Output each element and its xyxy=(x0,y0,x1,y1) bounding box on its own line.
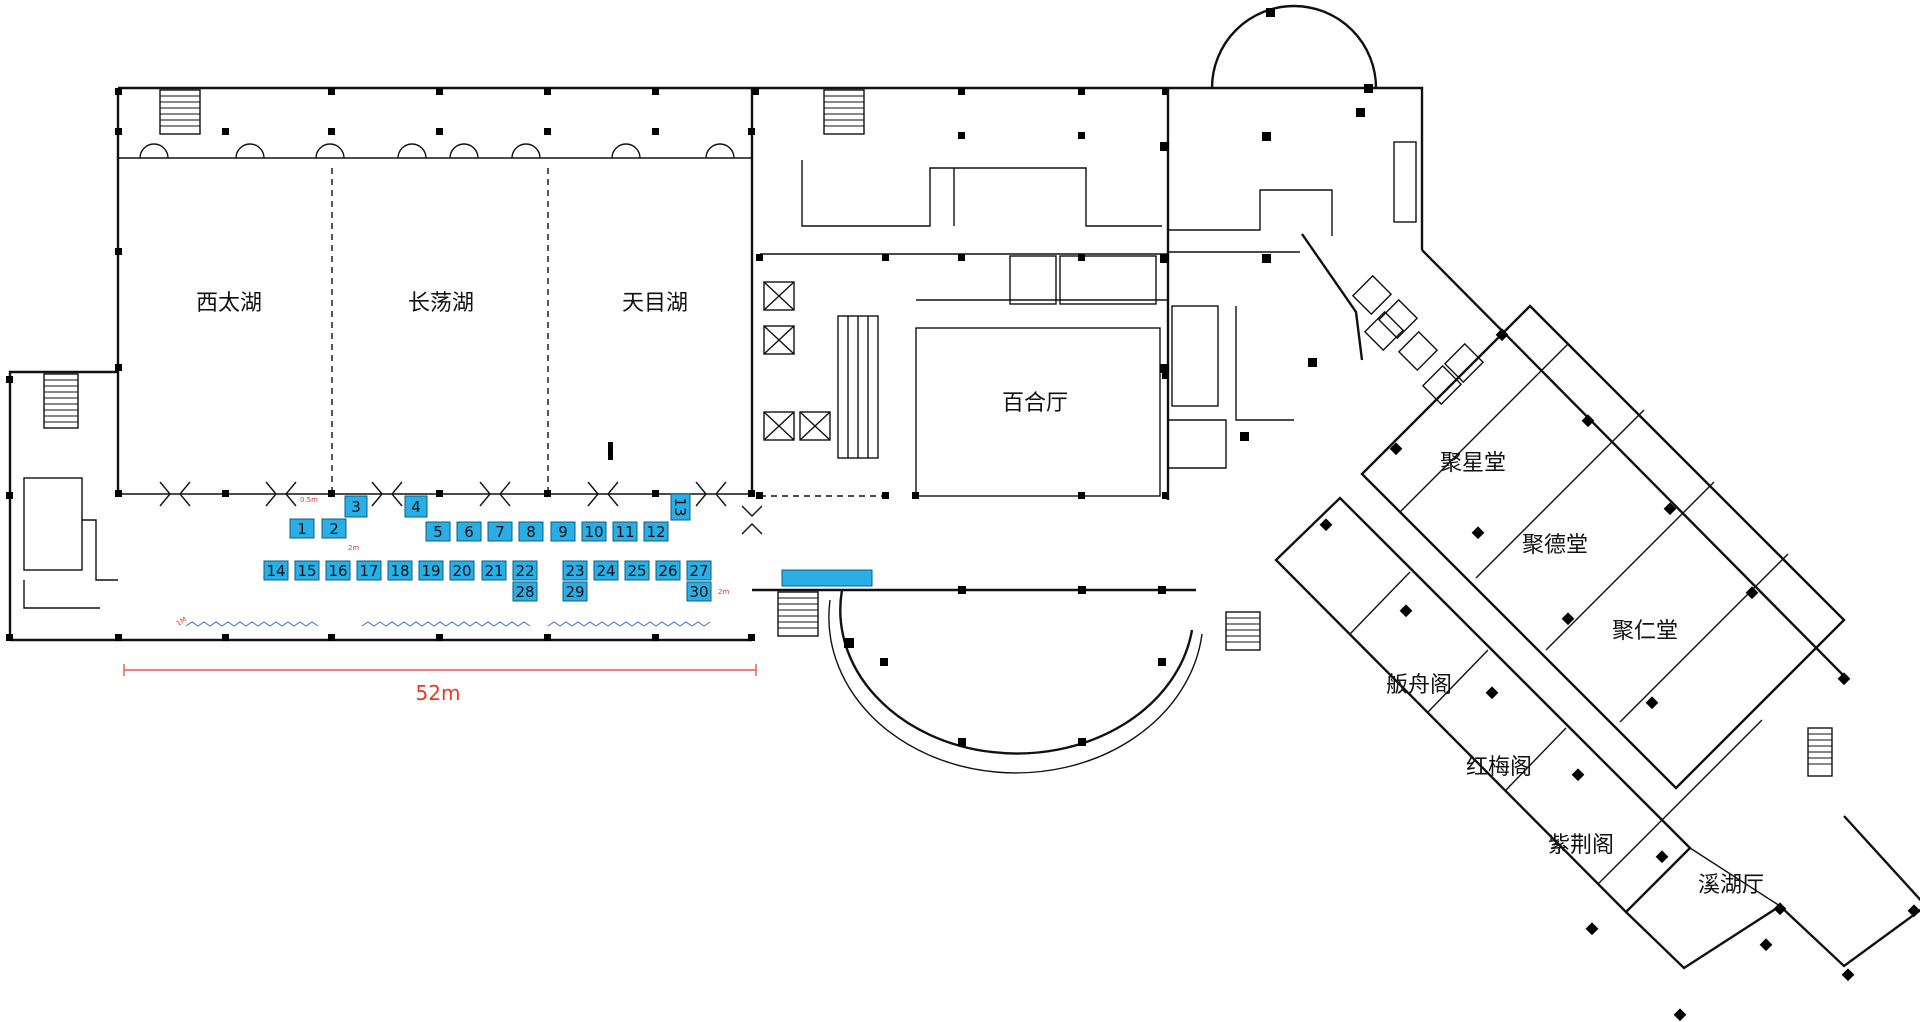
booth-label: 7 xyxy=(495,523,505,541)
room-label-zijingge: 紫荆阁 xyxy=(1548,833,1614,858)
main-ballroom-walls xyxy=(8,86,1168,642)
booth-label: 1 xyxy=(297,520,307,538)
booth-label: 26 xyxy=(658,562,677,580)
booth-label: 17 xyxy=(359,562,378,580)
rotunda xyxy=(752,586,1203,774)
booth[interactable] xyxy=(518,521,544,542)
booth-label: 18 xyxy=(390,562,409,580)
stairs-icon xyxy=(823,89,865,135)
columns xyxy=(6,88,1169,641)
booth[interactable] xyxy=(686,581,712,602)
booth[interactable] xyxy=(481,560,507,581)
booth-label: 25 xyxy=(627,562,646,580)
scale-label: 52m xyxy=(416,681,461,705)
columns xyxy=(756,132,1169,499)
booth-label: 22 xyxy=(515,562,534,580)
booth-label: 3 xyxy=(351,498,361,516)
room-labels: 西太湖 长荡湖 天目湖 百合厅 聚星堂 聚德堂 聚仁堂 舨舟阁 红梅阁 紫荆阁 … xyxy=(196,291,1764,898)
stairs-icon xyxy=(777,591,819,637)
doors-bottom xyxy=(159,481,763,535)
booth[interactable] xyxy=(404,495,428,518)
booth[interactable] xyxy=(387,560,413,581)
booth[interactable] xyxy=(562,560,588,581)
booth-label: 14 xyxy=(266,562,285,580)
booth-label: 10 xyxy=(584,523,603,541)
room-label-changdanghu: 长荡湖 xyxy=(408,291,474,316)
gap-annotation: 2m xyxy=(718,588,729,596)
gap-annotation: 2m xyxy=(348,544,359,552)
booth-label: 5 xyxy=(433,523,443,541)
booth-label: 12 xyxy=(646,523,665,541)
booth-label: 30 xyxy=(689,583,708,601)
booth-label: 11 xyxy=(615,523,634,541)
room-label-baiheting: 百合厅 xyxy=(1002,391,1068,416)
booth[interactable] xyxy=(581,521,607,542)
booth[interactable] xyxy=(425,521,451,542)
booth[interactable] xyxy=(487,521,513,542)
booth[interactable] xyxy=(562,581,588,602)
scale-bar: 52m xyxy=(123,664,757,705)
right-upper-walls xyxy=(1167,4,1845,677)
booth-label: 6 xyxy=(464,523,474,541)
booth[interactable] xyxy=(456,521,482,542)
booth-label: 23 xyxy=(565,562,584,580)
booth-label: 13 xyxy=(671,497,689,516)
booth-label: 20 xyxy=(452,562,471,580)
booth-label: 4 xyxy=(411,498,421,516)
booth[interactable] xyxy=(512,581,538,602)
display-zigzags xyxy=(185,621,711,627)
booth-label: 19 xyxy=(421,562,440,580)
doors-top xyxy=(139,143,735,159)
booth[interactable] xyxy=(686,560,712,581)
room-label-tianmuhu: 天目湖 xyxy=(622,291,688,316)
booth[interactable] xyxy=(670,493,691,521)
diagonal-wing-walls xyxy=(1274,304,1920,970)
booth-label: 9 xyxy=(558,523,568,541)
booths: 1 2 3 4 5 6 7 8 9 10 11 12 13 14 15 16 1… xyxy=(263,493,712,602)
booth[interactable] xyxy=(289,518,315,539)
stairs-icon xyxy=(43,373,79,429)
booth-label: 15 xyxy=(297,562,316,580)
booth[interactable] xyxy=(612,521,638,542)
stairs-icon xyxy=(1225,611,1261,651)
booth[interactable] xyxy=(593,560,619,581)
columns xyxy=(1160,8,1373,441)
room-label-jurentang: 聚仁堂 xyxy=(1612,619,1678,644)
room-label-fanzhouge: 舨舟阁 xyxy=(1386,673,1452,698)
booth[interactable] xyxy=(344,495,368,518)
booth-label: 21 xyxy=(484,562,503,580)
booth[interactable] xyxy=(550,521,576,542)
booth-label: 28 xyxy=(515,583,534,601)
room-label-juxingtang: 聚星堂 xyxy=(1440,451,1506,476)
room-label-xitaihu: 西太湖 xyxy=(196,291,262,316)
booth-label: 27 xyxy=(689,562,708,580)
booth[interactable] xyxy=(418,560,444,581)
service-counter xyxy=(781,569,873,587)
booth-label: 29 xyxy=(565,583,584,601)
room-label-hongmeige: 红梅阁 xyxy=(1466,755,1532,780)
booth-label: 16 xyxy=(328,562,347,580)
booth[interactable] xyxy=(325,560,351,581)
booth[interactable] xyxy=(624,560,650,581)
gap-annotation: 0.5m xyxy=(300,496,318,504)
booth[interactable] xyxy=(294,560,320,581)
room-label-judetang: 聚德堂 xyxy=(1522,533,1588,558)
stairs-icon xyxy=(1807,727,1833,777)
booth-label: 24 xyxy=(596,562,615,580)
booth[interactable] xyxy=(263,560,289,581)
room-label-xihuting: 溪湖厅 xyxy=(1698,873,1764,898)
booth-label: 2 xyxy=(329,520,339,538)
elevators xyxy=(1351,274,1485,406)
booth[interactable] xyxy=(449,560,475,581)
booth[interactable] xyxy=(512,560,538,581)
booth[interactable] xyxy=(356,560,382,581)
booth[interactable] xyxy=(321,518,347,539)
booth-label: 8 xyxy=(526,523,536,541)
stairs-icon xyxy=(159,89,201,135)
booth[interactable] xyxy=(655,560,681,581)
central-block-walls xyxy=(760,88,1170,500)
booth[interactable] xyxy=(643,521,669,542)
